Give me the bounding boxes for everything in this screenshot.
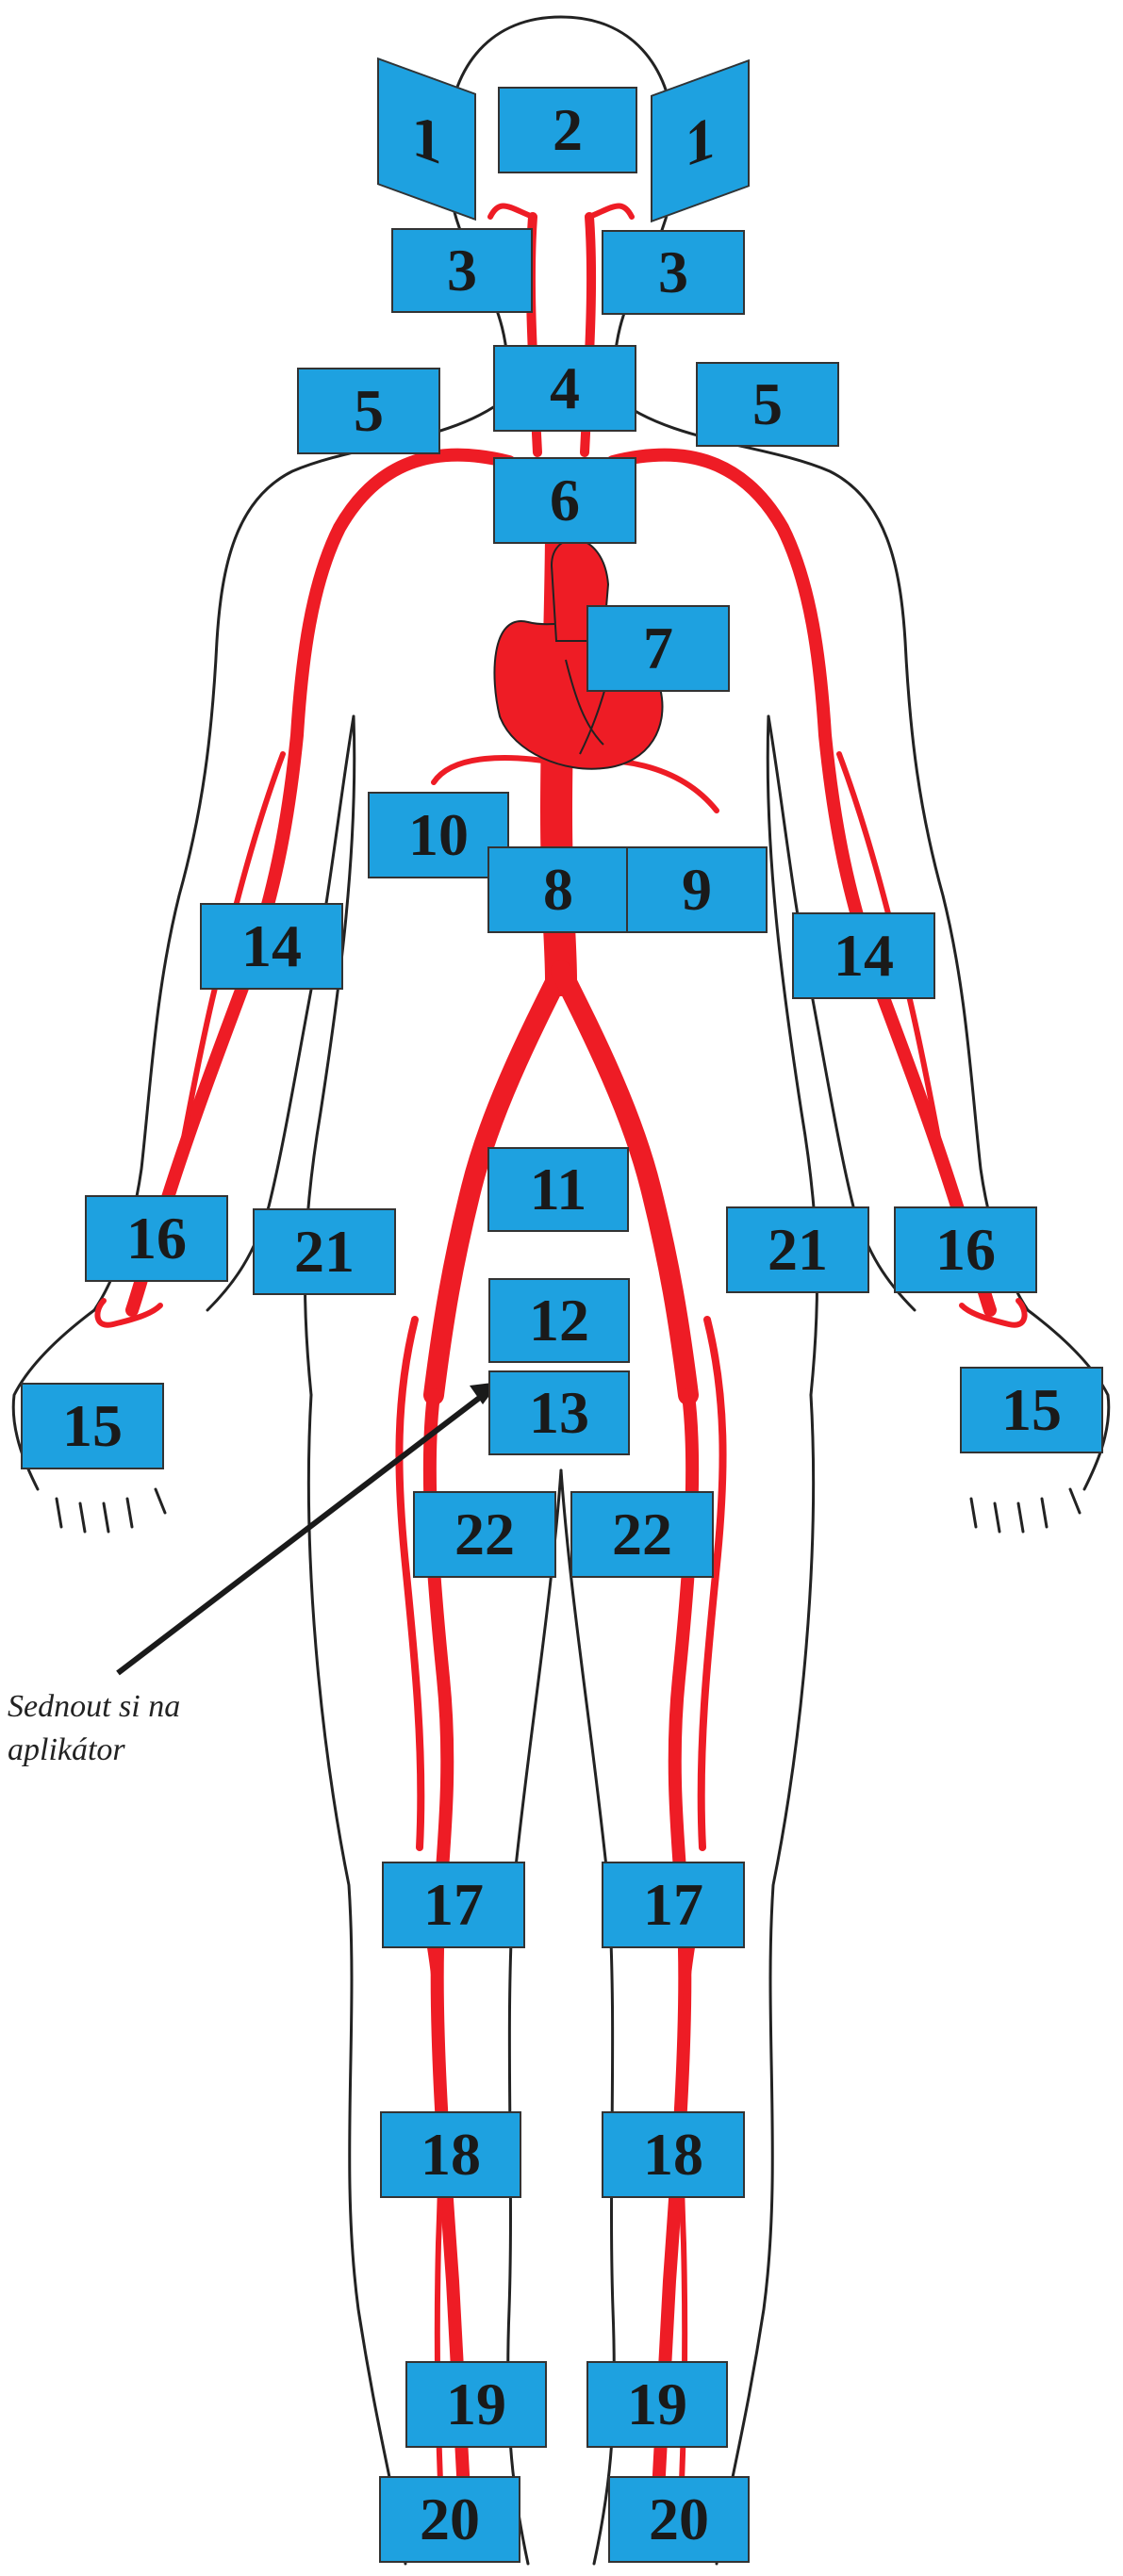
label-21-left: 21 [253, 1208, 396, 1295]
label-18-right: 18 [602, 2111, 745, 2198]
note-line-1: Sednout si na [8, 1685, 180, 1729]
label-7: 7 [586, 605, 730, 692]
label-12: 12 [488, 1278, 630, 1363]
label-22-right: 22 [570, 1491, 714, 1578]
label-16-left: 16 [85, 1195, 228, 1282]
label-17-left: 17 [382, 1862, 525, 1948]
label-4: 4 [493, 345, 636, 432]
label-16-right: 16 [894, 1206, 1037, 1293]
label-5-right: 5 [696, 362, 839, 447]
label-9: 9 [626, 846, 768, 933]
label-20-left: 20 [379, 2476, 520, 2563]
label-11: 11 [487, 1147, 629, 1232]
label-8: 8 [487, 846, 629, 933]
label-3-left: 3 [391, 228, 533, 313]
label-2: 2 [498, 87, 637, 173]
label-19-right: 19 [586, 2361, 728, 2448]
label-15-right: 15 [960, 1367, 1103, 1453]
label-3-right: 3 [602, 230, 745, 315]
label-14-right: 14 [792, 912, 935, 999]
label-22-left: 22 [413, 1491, 556, 1578]
label-20-right: 20 [608, 2476, 750, 2563]
label-19-left: 19 [405, 2361, 547, 2448]
sit-on-applicator-note: Sednout si na aplikátor [8, 1685, 180, 1772]
label-13: 13 [488, 1370, 630, 1455]
label-14-left: 14 [200, 903, 343, 990]
label-5-left: 5 [297, 368, 440, 454]
label-18-left: 18 [380, 2111, 521, 2198]
label-21-right: 21 [726, 1206, 869, 1293]
label-17-right: 17 [602, 1862, 745, 1948]
label-6: 6 [493, 457, 636, 544]
note-line-2: aplikátor [8, 1729, 180, 1772]
label-15-left: 15 [21, 1383, 164, 1469]
